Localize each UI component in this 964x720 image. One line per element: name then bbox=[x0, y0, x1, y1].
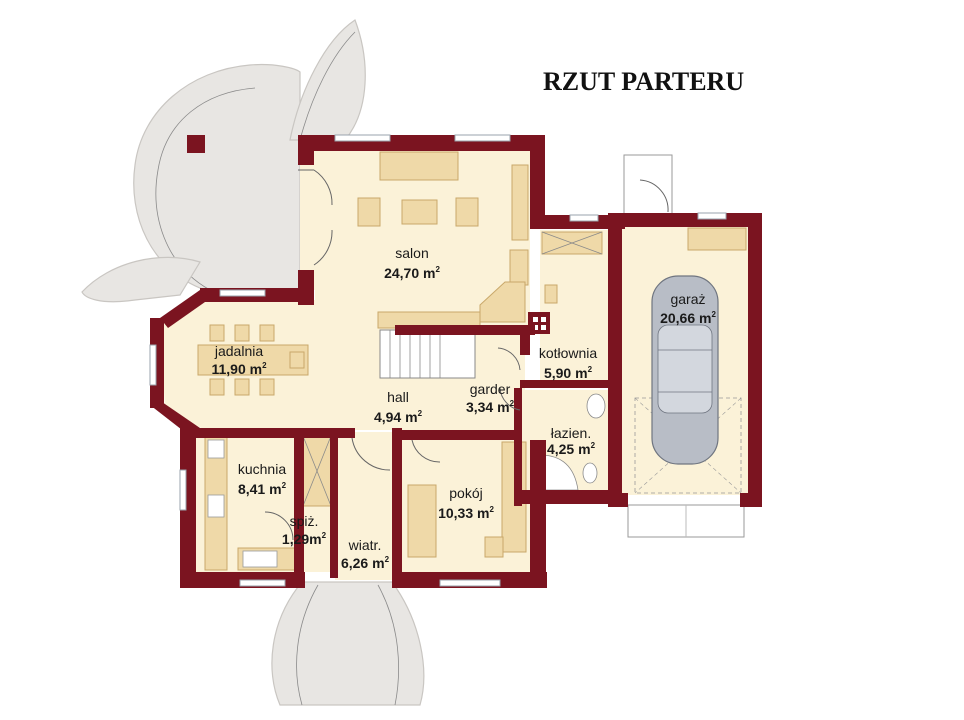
svg-text:6,26 m2: 6,26 m2 bbox=[341, 555, 390, 571]
svg-text:garder: garder bbox=[470, 381, 511, 397]
svg-text:garaż: garaż bbox=[670, 291, 705, 307]
doors bbox=[264, 169, 669, 541]
room-pokoj: pokój 10,33 m2 bbox=[438, 485, 494, 521]
room-kotlownia: kotłownia 5,90 m2 bbox=[539, 345, 598, 381]
sofa-icon bbox=[379, 151, 459, 181]
coffee-table-icon bbox=[401, 199, 438, 225]
stove-icon bbox=[207, 439, 225, 459]
windows bbox=[149, 134, 727, 587]
svg-text:8,41 m2: 8,41 m2 bbox=[238, 481, 287, 497]
sink-icon bbox=[242, 550, 278, 568]
room-labels: salon 24,70 m2 jadalnia 11,90 m2 hall 4,… bbox=[211, 245, 716, 571]
svg-text:11,90 m2: 11,90 m2 bbox=[211, 361, 267, 377]
room-hall: hall 4,94 m2 bbox=[374, 389, 423, 425]
armchair-icon bbox=[357, 197, 381, 227]
sofa-bed-icon bbox=[407, 484, 437, 558]
svg-text:hall: hall bbox=[387, 389, 409, 405]
room-garaz: garaż 20,66 m2 bbox=[660, 291, 716, 326]
room-garder: garder 3,34 m2 bbox=[466, 381, 515, 415]
chimney-column bbox=[187, 135, 205, 153]
terrace-west bbox=[81, 19, 366, 303]
svg-text:4,25 m2: 4,25 m2 bbox=[547, 441, 596, 457]
washbasin-icon bbox=[586, 393, 606, 419]
svg-text:3,34 m2: 3,34 m2 bbox=[466, 399, 515, 415]
terrace-south bbox=[271, 581, 425, 706]
room-jadalnia: jadalnia 11,90 m2 bbox=[211, 343, 267, 377]
svg-text:10,33 m2: 10,33 m2 bbox=[438, 505, 494, 521]
cabinet-icon bbox=[511, 164, 529, 241]
room-kuchnia: kuchnia 8,41 m2 bbox=[238, 461, 287, 497]
svg-text:24,70 m2: 24,70 m2 bbox=[384, 265, 440, 281]
svg-text:kuchnia: kuchnia bbox=[238, 461, 286, 477]
svg-text:spiż.: spiż. bbox=[290, 513, 319, 529]
svg-text:salon: salon bbox=[395, 245, 428, 261]
svg-text:jadalnia: jadalnia bbox=[214, 343, 263, 359]
svg-text:łazien.: łazien. bbox=[551, 425, 591, 441]
svg-text:wiatr.: wiatr. bbox=[348, 537, 382, 553]
stairs-icon bbox=[377, 311, 481, 379]
armchair-icon bbox=[455, 197, 479, 227]
svg-text:1,29m2: 1,29m2 bbox=[282, 531, 327, 547]
room-spiz: spiż. 1,29m2 bbox=[282, 513, 327, 547]
plan-title: RZUT PARTERU bbox=[543, 67, 744, 96]
svg-text:20,66 m2: 20,66 m2 bbox=[660, 310, 716, 326]
svg-text:4,94 m2: 4,94 m2 bbox=[374, 409, 423, 425]
svg-text:5,90 m2: 5,90 m2 bbox=[544, 365, 593, 381]
car-icon bbox=[634, 275, 742, 494]
room-lazienka: łazien. 4,25 m2 bbox=[547, 425, 596, 457]
room-wiatrolap: wiatr. 6,26 m2 bbox=[341, 537, 390, 571]
svg-text:pokój: pokój bbox=[449, 485, 482, 501]
garage-apron bbox=[623, 154, 745, 538]
toilet-icon bbox=[582, 462, 598, 484]
fireplace-icon bbox=[509, 249, 529, 286]
svg-text:kotłownia: kotłownia bbox=[539, 345, 598, 361]
room-salon: salon 24,70 m2 bbox=[384, 245, 440, 281]
